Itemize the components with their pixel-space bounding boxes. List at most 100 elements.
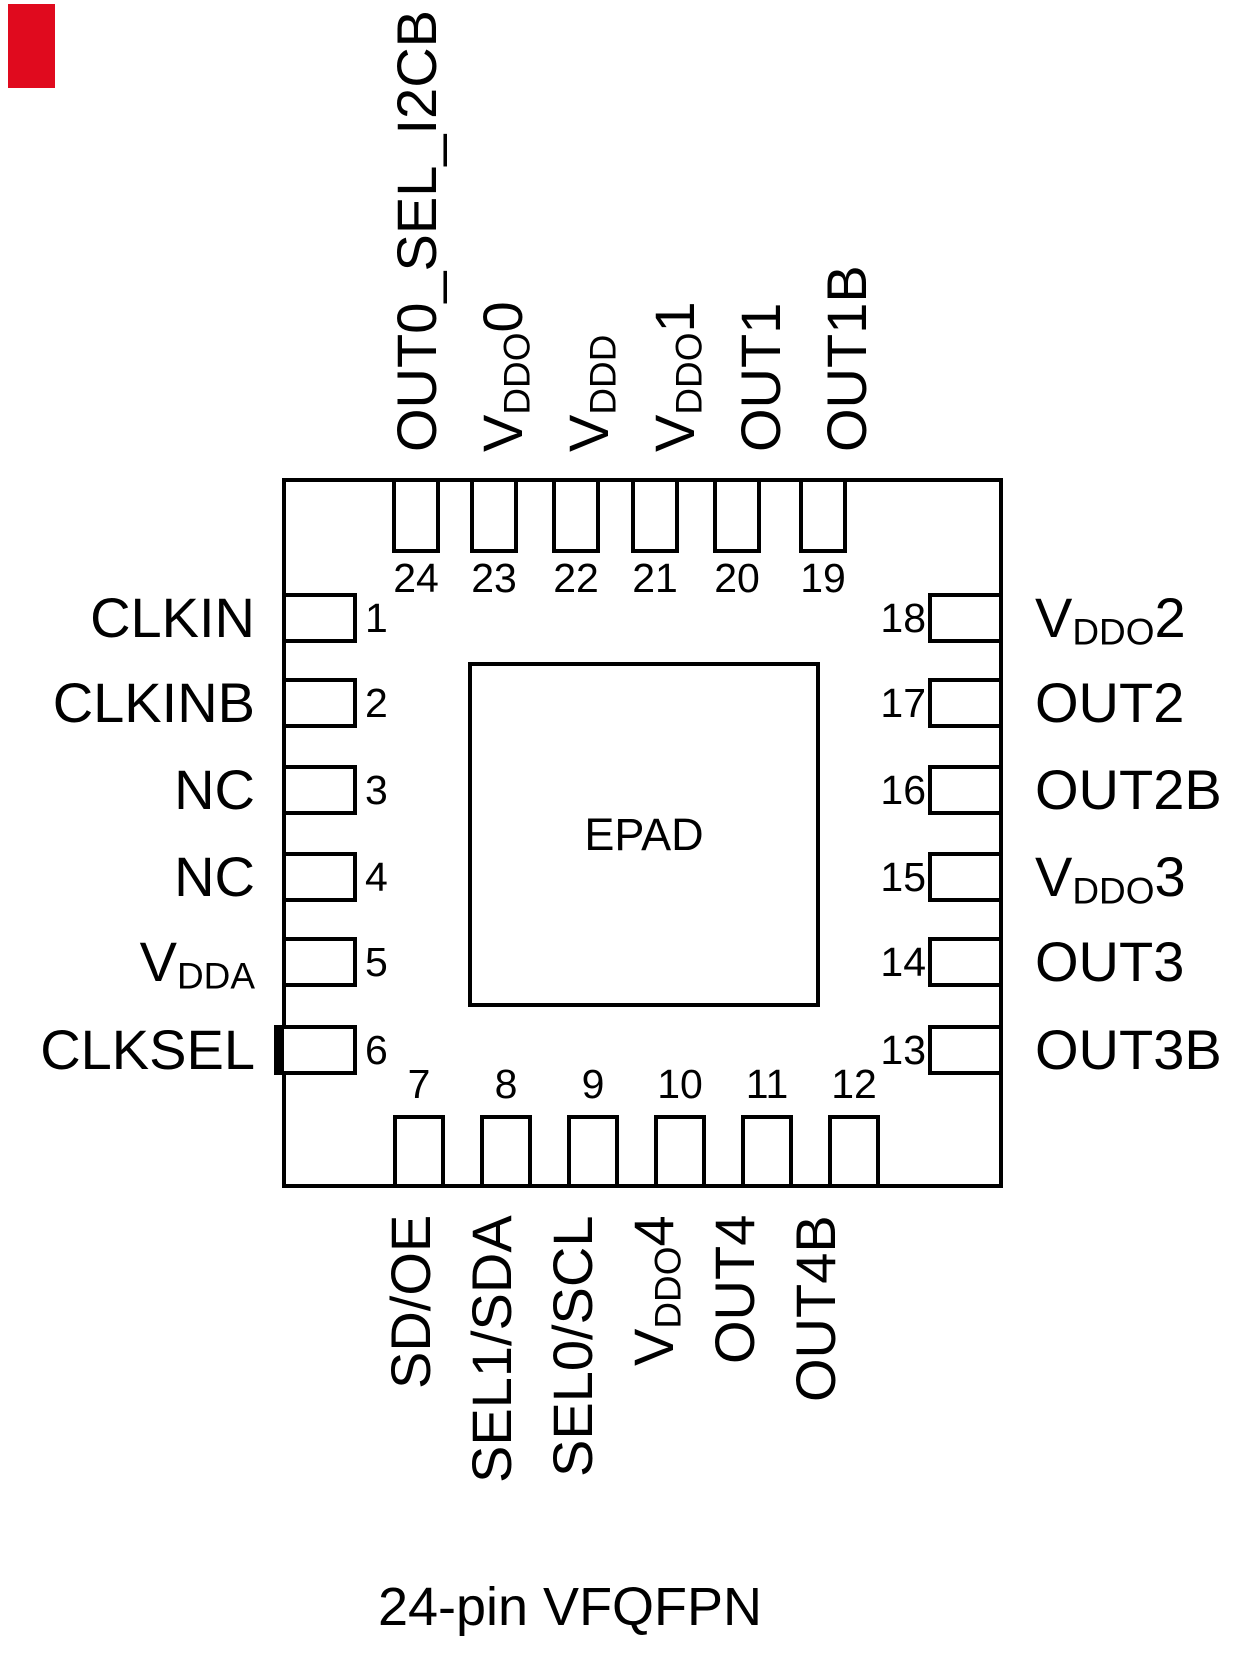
label-text: CLKIN (90, 586, 255, 649)
pin-3-pad (282, 765, 357, 815)
pin-9-number: 9 (581, 1061, 605, 1107)
pin-23-label: VDDO0 (471, 301, 549, 452)
pin-5-number: 5 (365, 939, 388, 985)
pin-22-pad (552, 478, 600, 553)
pin-9-label: SEL0/SCL (541, 1216, 605, 1478)
label-text: CLKINB (52, 671, 255, 734)
label-text: SD/OE (379, 1214, 442, 1389)
label-subscript: DDO (1072, 611, 1155, 653)
pin-19-label: OUT1B (815, 265, 879, 452)
pin-21-pad (631, 478, 679, 553)
label-text: V (643, 414, 706, 452)
label-text: V (1035, 845, 1073, 908)
label-text: OUT4B (784, 1215, 847, 1402)
pin-13-number: 13 (880, 1027, 926, 1073)
pin-8-number: 8 (494, 1061, 518, 1107)
pin-22-label: VDDD (557, 335, 635, 452)
pin-12-number: 12 (831, 1061, 877, 1107)
pin-16-label: OUT2B (1035, 760, 1222, 820)
label-text: SEL0/SCL (541, 1215, 604, 1478)
pin-2-number: 2 (365, 680, 388, 726)
pin-1-pad (282, 593, 357, 643)
pin-3-number: 3 (365, 767, 388, 813)
pin-7-pad (393, 1115, 445, 1188)
pin-16-number: 16 (880, 767, 926, 813)
pin-19-pad (799, 478, 847, 553)
pin-4-label: NC (0, 847, 255, 907)
pin-4-number: 4 (365, 854, 388, 900)
label-subscript: DDA (176, 955, 255, 997)
epad-label: EPAD (584, 808, 704, 860)
pin-15-pad (928, 852, 1003, 902)
label-text: OUT3B (1035, 1018, 1222, 1081)
pin-13-label: OUT3B (1035, 1020, 1222, 1080)
label-text: V (471, 414, 534, 452)
epad-box: EPAD (468, 662, 820, 1007)
pin-7-label: SD/OE (379, 1215, 443, 1389)
pin-8-pad (480, 1115, 532, 1188)
pin-11-pad (741, 1115, 793, 1188)
pin-5-pad (282, 937, 357, 987)
label-text: OUT1 (729, 302, 792, 452)
label-text: OUT0_SEL_I2CB (385, 10, 448, 452)
pin-20-pad (713, 478, 761, 553)
pin-17-label: OUT2 (1035, 673, 1184, 733)
pin-17-pad (928, 678, 1003, 728)
pin-23-pad (470, 478, 518, 553)
label-text: OUT2B (1035, 758, 1222, 821)
pin-16-pad (928, 765, 1003, 815)
pin-3-label: NC (0, 760, 255, 820)
pin-24-label: OUT0_SEL_I2CB (385, 10, 449, 452)
label-subscript: DDO (496, 332, 538, 415)
label-text: NC (174, 758, 255, 821)
pin-9-pad (567, 1115, 619, 1188)
label-subscript: DDO (647, 1246, 689, 1329)
pin-14-label: OUT3 (1035, 932, 1184, 992)
pin-2-pad (282, 678, 357, 728)
pin-4-pad (282, 852, 357, 902)
label-text: NC (174, 845, 255, 908)
label-text: V (557, 414, 620, 452)
label-text: 0 (471, 301, 534, 333)
pin-20-number: 20 (714, 555, 760, 601)
pin-12-label: OUT4B (784, 1215, 848, 1402)
label-text: OUT4 (703, 1214, 766, 1364)
pin-6-label: CLKSEL (0, 1020, 255, 1080)
pin-24-number: 24 (393, 555, 439, 601)
red-marker (8, 4, 55, 88)
pin-11-label: OUT4 (703, 1215, 767, 1364)
pin-14-pad (928, 937, 1003, 987)
label-text: V (139, 930, 177, 993)
label-text: OUT3 (1035, 930, 1185, 993)
pin-10-label: VDDO4 (622, 1215, 700, 1366)
pin-21-label: VDDO1 (643, 301, 721, 452)
pin-10-number: 10 (657, 1061, 703, 1107)
pin-17-number: 17 (880, 680, 926, 726)
pin-19-number: 19 (800, 555, 846, 601)
label-text: 3 (1154, 845, 1186, 908)
pin-12-pad (828, 1115, 880, 1188)
label-text: V (1035, 586, 1073, 649)
pin-1-label: CLKIN (0, 588, 255, 648)
label-text: OUT2 (1035, 671, 1185, 734)
pin-18-pad (928, 593, 1003, 643)
figure-caption: 24-pin VFQFPN (377, 1577, 763, 1637)
label-text: 2 (1154, 586, 1186, 649)
pin-23-number: 23 (471, 555, 517, 601)
pin-10-pad (654, 1115, 706, 1188)
pin-2-label: CLKINB (0, 673, 255, 733)
label-text: 1 (643, 301, 706, 333)
label-text: 4 (622, 1215, 685, 1247)
pin-24-pad (392, 478, 440, 553)
label-text: SEL1/SDA (460, 1215, 523, 1483)
pin-15-number: 15 (880, 854, 926, 900)
label-subscript: DDD (582, 334, 624, 415)
pin-8-label: SEL1/SDA (460, 1215, 524, 1483)
label-subscript: DDO (1072, 870, 1155, 912)
pin-5-label: VDDA (0, 932, 255, 1006)
pin-6-pad (274, 1025, 357, 1075)
pin-14-number: 14 (880, 939, 926, 985)
label-text: OUT1B (815, 265, 878, 452)
pin-11-number: 11 (745, 1061, 789, 1107)
